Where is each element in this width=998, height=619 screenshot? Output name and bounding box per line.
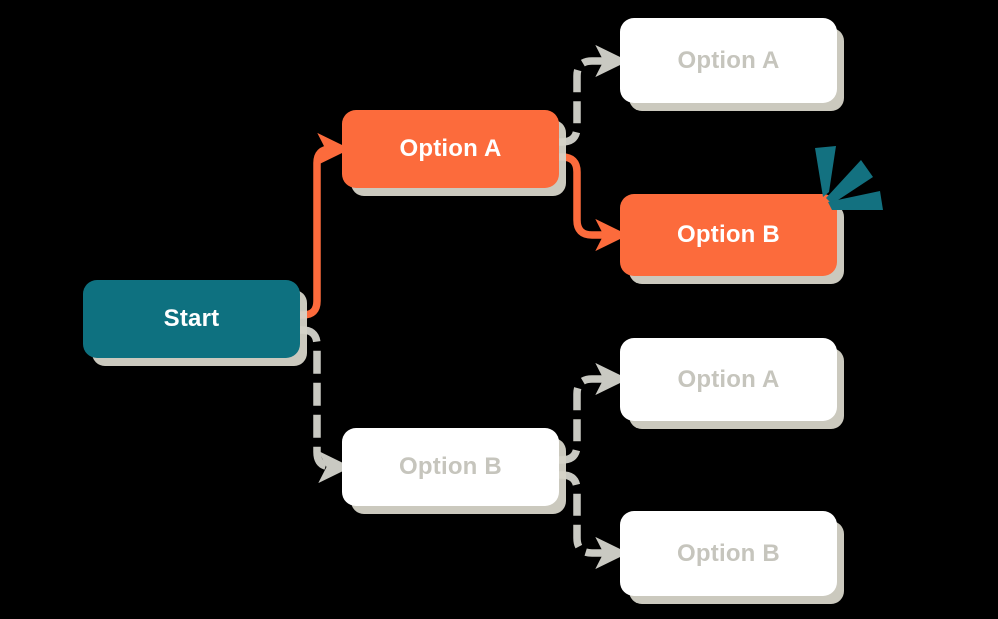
node-start[interactable]: Start	[83, 280, 300, 358]
node-level2-option-b-bottom-label: Option B	[677, 539, 780, 567]
edge-level1-a-to-level2-a1	[559, 44, 629, 146]
node-level2-option-a-bottom-label: Option A	[677, 365, 780, 393]
node-level1-option-b[interactable]: Option B	[342, 428, 559, 506]
node-level2-option-a-top-label: Option A	[677, 46, 780, 74]
node-level1-option-a[interactable]: Option A	[342, 110, 559, 188]
node-level2-option-b-selected-label: Option B	[677, 221, 780, 248]
node-level2-option-b-bottom[interactable]: Option B	[620, 511, 837, 596]
node-level1-option-b-label: Option B	[399, 453, 502, 480]
edge-start-to-level1-a	[300, 132, 351, 319]
node-start-label: Start	[163, 305, 220, 332]
edge-level1-a-to-level2-b1	[559, 153, 629, 252]
edge-level1-b-to-level2-a2	[559, 362, 629, 464]
node-level2-option-b-selected[interactable]: Option B	[620, 194, 837, 276]
node-level1-option-a-label: Option A	[399, 135, 502, 162]
edge-level1-b-to-level2-b2	[559, 471, 629, 570]
node-level2-option-a-top[interactable]: Option A	[620, 18, 837, 103]
edge-start-to-level1-b	[300, 326, 352, 484]
node-level2-option-a-bottom[interactable]: Option A	[620, 338, 837, 421]
